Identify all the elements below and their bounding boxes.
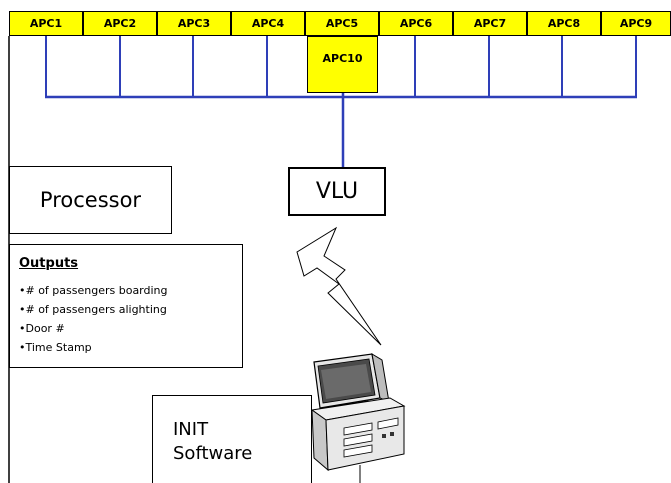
apc-unit-2: APC2	[83, 11, 157, 36]
init-software-box: INIT Software	[152, 395, 312, 483]
outputs-item-door: •Door #	[19, 322, 65, 335]
apc-unit-4: APC4	[231, 11, 305, 36]
apc-unit-7: APC7	[453, 11, 527, 36]
software-name-line1: INIT	[173, 419, 209, 440]
outputs-item-boarding: •# of passengers boarding	[19, 284, 168, 297]
desktop-computer-icon	[310, 353, 406, 483]
apc-unit-10: APC10	[307, 36, 378, 93]
lightning-bolt-icon	[296, 226, 382, 346]
apc-unit-3: APC3	[157, 11, 231, 36]
apc-unit-1: APC1	[9, 11, 83, 36]
apc-unit-6: APC6	[379, 11, 453, 36]
vlu-box: VLU	[288, 167, 386, 216]
outputs-item-timestamp: •Time Stamp	[19, 341, 92, 354]
outputs-item-alighting: •# of passengers alighting	[19, 303, 167, 316]
processor-label: Processor	[39, 188, 142, 212]
apc-drop-lines	[45, 36, 637, 97]
apc-unit-8: APC8	[527, 11, 601, 36]
apc-unit-5: APC5	[305, 11, 379, 36]
outputs-title: Outputs	[19, 256, 79, 271]
processor-box: Processor	[9, 166, 172, 234]
apc-unit-9: APC9	[601, 11, 671, 36]
software-name-line2: Software	[173, 443, 253, 464]
outputs-box: Outputs •# of passengers boarding •# of …	[9, 244, 243, 368]
vlu-label: VLU	[315, 179, 359, 204]
